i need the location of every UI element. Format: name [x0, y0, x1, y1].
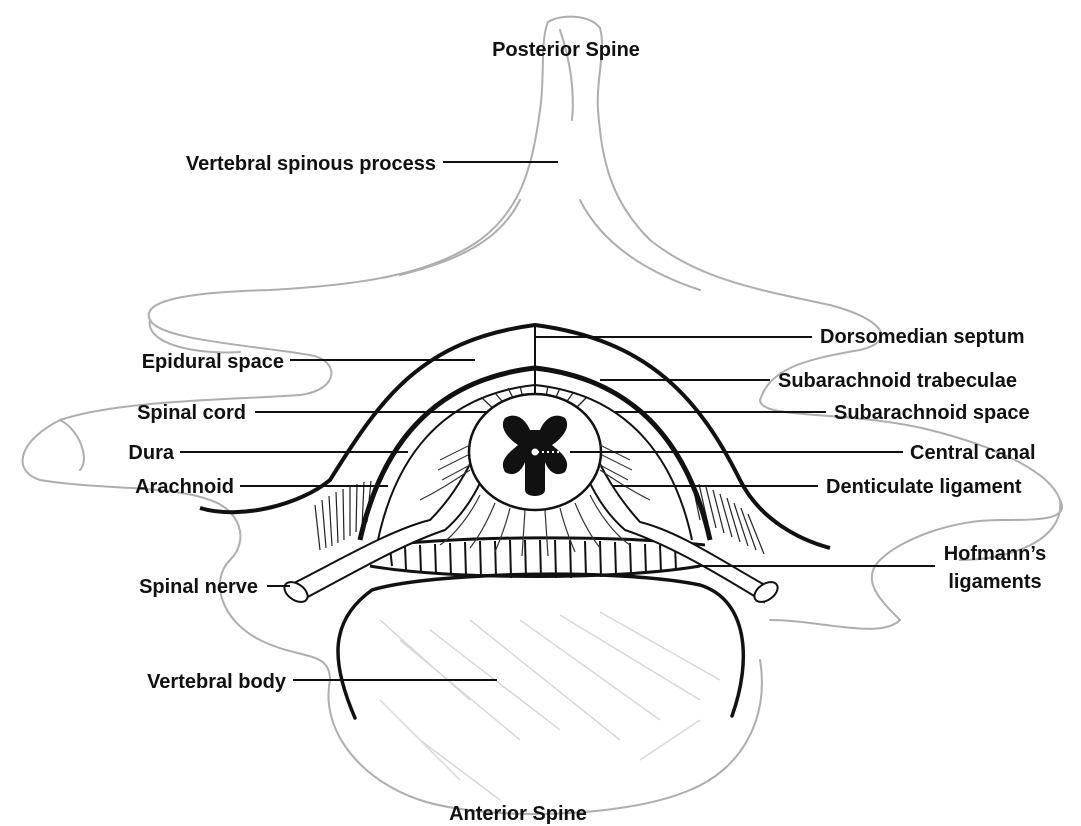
label-arachnoid: Arachnoid: [40, 476, 234, 498]
label-vertebral-spinous-process: Vertebral spinous process: [40, 153, 436, 175]
posterior-spine-label: Posterior Spine: [466, 39, 666, 61]
label-spinal-cord: Spinal cord: [40, 402, 246, 424]
vertebral-body-shading: [380, 612, 720, 800]
vertebral-body-outline: [338, 574, 743, 718]
label-central-canal: Central canal: [910, 442, 1036, 464]
label-epidural-space: Epidural space: [40, 351, 284, 373]
label-spinal-nerve: Spinal nerve: [40, 576, 258, 598]
label-dura: Dura: [40, 442, 174, 464]
anterior-spine-label: Anterior Spine: [418, 803, 618, 825]
label-hofmanns-line1: Hofmann’s: [925, 543, 1065, 565]
label-hofmanns-line2: ligaments: [925, 571, 1065, 593]
label-dorsomedian-septum: Dorsomedian septum: [820, 326, 1024, 348]
label-subarachnoid-trabeculae: Subarachnoid trabeculae: [778, 370, 1017, 392]
label-subarachnoid-space: Subarachnoid space: [834, 402, 1030, 424]
hofmanns-ligaments-band: [365, 538, 705, 578]
label-vertebral-body: Vertebral body: [40, 671, 286, 693]
label-denticulate-ligament: Denticulate ligament: [826, 476, 1022, 498]
